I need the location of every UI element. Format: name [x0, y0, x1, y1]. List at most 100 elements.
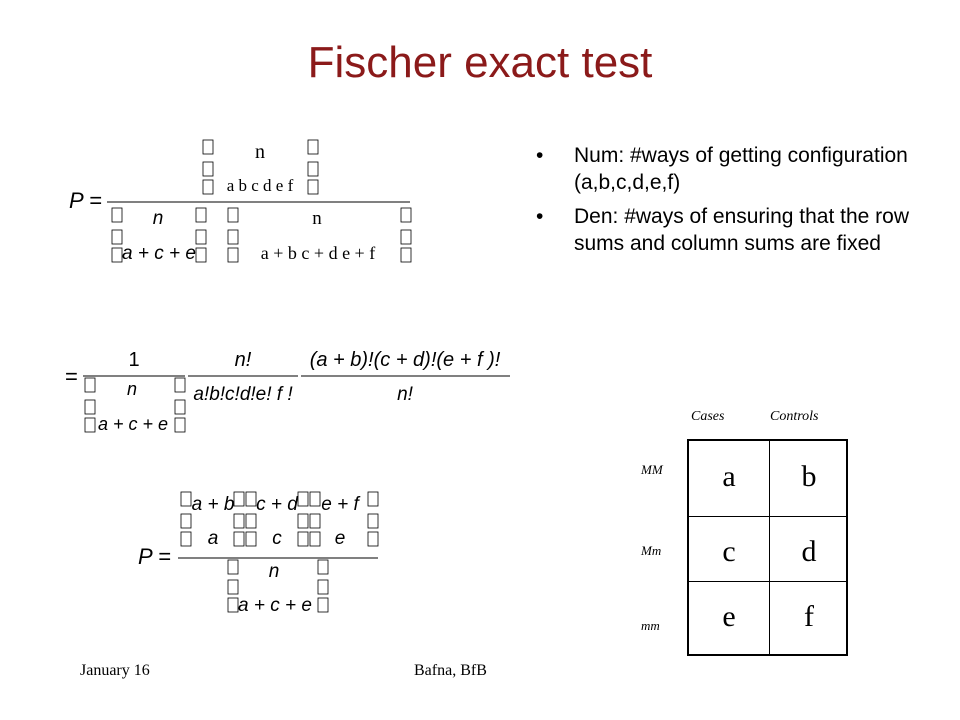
bracket-glyph — [180, 491, 192, 507]
bracket-glyph — [202, 139, 214, 155]
formula-3-top-2: c + d — [256, 494, 299, 515]
bracket-glyph — [227, 247, 239, 263]
table-cell-f: f — [804, 600, 814, 633]
formula-2-g-top: n! — [235, 349, 252, 371]
formula-2-g-bottom: a!b!c!d!e! f ! — [193, 384, 293, 405]
formula-3-top-1: a + b — [192, 494, 235, 515]
formula-1-den-bottom-1: a + c + e — [122, 243, 196, 264]
bracket-glyph — [111, 229, 123, 245]
bracket-glyph — [317, 559, 329, 575]
formula-2-h-bottom: n! — [397, 384, 414, 405]
formula-3-bottom-2: c — [272, 528, 282, 549]
row-header-mm-mixed: Mm — [641, 543, 662, 558]
bracket-glyph — [400, 247, 412, 263]
bracket-glyph — [227, 229, 239, 245]
bracket-glyph — [297, 513, 309, 529]
bullet-item-num: • Num: #ways of getting configuration (a,… — [534, 142, 934, 196]
formula-3-top-3: e + f — [321, 494, 360, 515]
bracket-glyph — [245, 531, 257, 547]
bracket-glyph — [245, 513, 257, 529]
formula-3-bottom-1: a — [208, 528, 219, 549]
bracket-glyph — [227, 559, 239, 575]
col-header-cases: Cases — [691, 409, 725, 424]
col-header-controls: Controls — [770, 409, 819, 424]
bracket-glyph — [367, 531, 379, 547]
bracket-glyph — [202, 179, 214, 195]
table-cell-b: b — [801, 460, 817, 493]
bullet-item-den: • Den: #ways of ensuring that the row sum… — [534, 203, 934, 257]
slide-title: Fischer exact test — [307, 38, 653, 87]
bracket-glyph — [317, 597, 329, 613]
bracket-glyph — [227, 579, 239, 595]
bracket-glyph — [297, 531, 309, 547]
formula-3-lhs: P = — [138, 544, 171, 569]
formula-2-binom-bottom: a + c + e — [98, 414, 168, 434]
formula-3-den-bottom: a + c + e — [238, 595, 312, 616]
table-horizontal-divider — [689, 516, 846, 517]
formula-2-h-top: (a + b)!(c + d)!(e + f )! — [310, 349, 501, 371]
formula-3-den-top: n — [269, 561, 280, 582]
formula-2: = 1 n a + c + e n! a!b!c!d!e! f ! (a + b… — [65, 349, 510, 434]
bracket-glyph — [297, 491, 309, 507]
bracket-glyph — [174, 399, 186, 415]
bracket-glyph — [180, 531, 192, 547]
bracket-glyph — [245, 491, 257, 507]
bullet-marker: • — [536, 144, 544, 167]
formula-2-f-top: 1 — [128, 349, 139, 371]
bracket-glyph — [233, 513, 245, 529]
table-vertical-divider — [769, 441, 770, 654]
bullet-text-num: Num: #ways of getting configuration (a,b… — [574, 144, 908, 194]
bracket-glyph — [227, 207, 239, 223]
bracket-glyph — [195, 247, 207, 263]
formula-1-den-top-1: n — [153, 208, 164, 229]
bracket-glyph — [317, 579, 329, 595]
formula-1-num-bottom: a b c d e f — [227, 176, 294, 195]
bracket-glyph — [84, 399, 96, 415]
formula-3-bottom-3: e — [335, 528, 346, 549]
bracket-glyph — [309, 531, 321, 547]
formula-1-den-top-2: n — [312, 208, 322, 229]
formula-1: P = n a b c d e f n a + c + e n a + b c … — [69, 139, 412, 264]
bracket-glyph — [367, 513, 379, 529]
bracket-glyph — [307, 161, 319, 177]
bracket-glyph — [307, 179, 319, 195]
bracket-glyph — [367, 491, 379, 507]
bracket-glyph — [195, 229, 207, 245]
footer-author: Bafna, BfB — [414, 662, 487, 679]
bracket-glyph — [233, 531, 245, 547]
row-header-mm-upper: MM — [641, 462, 663, 477]
bracket-glyph — [180, 513, 192, 529]
bracket-glyph — [202, 161, 214, 177]
table-cell-e: e — [722, 600, 736, 633]
bracket-glyph — [400, 207, 412, 223]
bracket-glyph — [309, 491, 321, 507]
bullet-list: • Num: #ways of getting configuration (a,… — [534, 142, 934, 264]
row-header-mm-lower: mm — [641, 618, 660, 633]
formula-3-bracket-group — [180, 491, 379, 547]
formula-1-lhs: P = — [69, 188, 102, 213]
bracket-glyph — [111, 247, 123, 263]
bracket-glyph — [307, 139, 319, 155]
table-cell-d: d — [801, 535, 817, 568]
table-cell-c: c — [722, 535, 736, 568]
bracket-glyph — [309, 513, 321, 529]
bracket-glyph — [174, 417, 186, 433]
bracket-glyph — [84, 417, 96, 433]
bracket-glyph — [84, 377, 96, 393]
formula-2-eq: = — [65, 364, 78, 389]
bracket-glyph — [195, 207, 207, 223]
formula-3: P = a + b c + d e + f a c e n a + c + e — [138, 491, 379, 616]
bracket-glyph — [233, 491, 245, 507]
table-horizontal-divider — [689, 581, 846, 582]
footer-date: January 16 — [80, 662, 150, 679]
bullet-marker: • — [536, 205, 544, 228]
bullet-text-den: Den: #ways of ensuring that the row sums… — [574, 205, 910, 255]
formula-1-den-bottom-2: a + b c + d e + f — [261, 243, 375, 263]
bracket-glyph — [227, 597, 239, 613]
bracket-glyph — [174, 377, 186, 393]
table-cell-a: a — [722, 460, 736, 493]
formula-2-binom-top: n — [127, 379, 137, 399]
bracket-glyph — [400, 229, 412, 245]
genotype-table: a b c d e f — [687, 439, 848, 656]
formula-1-num-top: n — [255, 141, 265, 163]
